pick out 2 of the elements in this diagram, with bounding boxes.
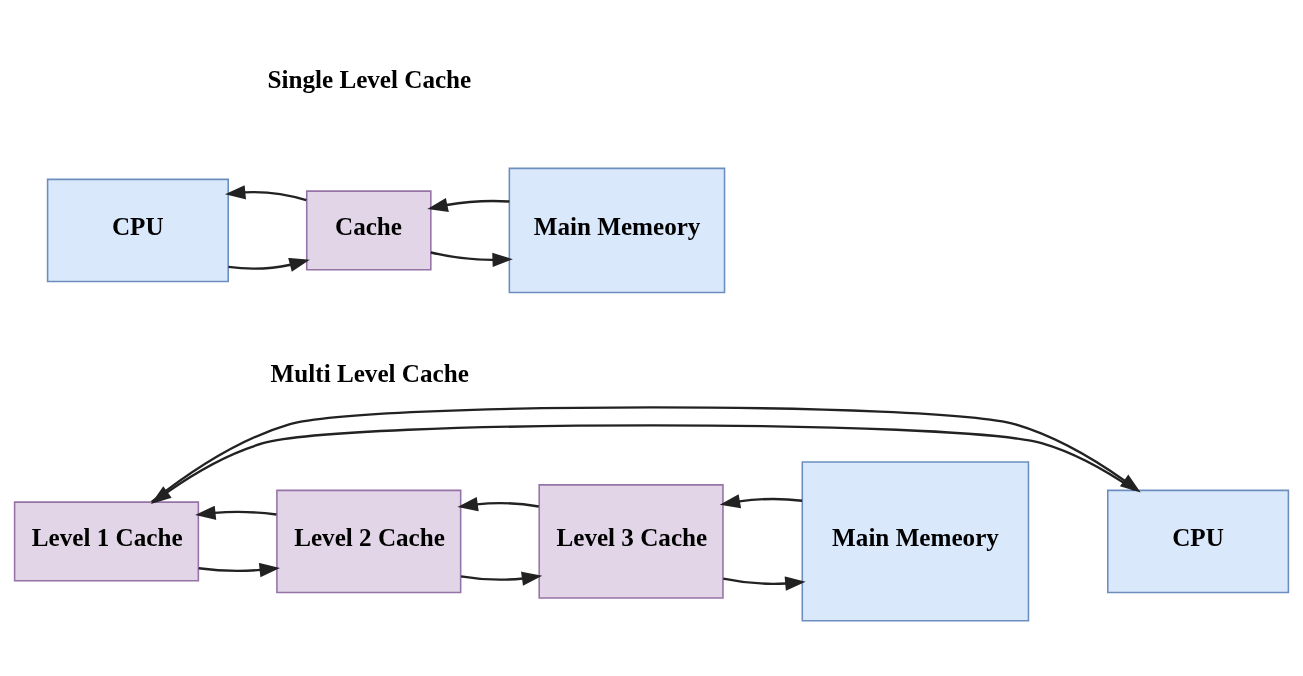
label: Multi Level Cache <box>270 359 469 387</box>
label: Single Level Cache <box>267 65 472 93</box>
